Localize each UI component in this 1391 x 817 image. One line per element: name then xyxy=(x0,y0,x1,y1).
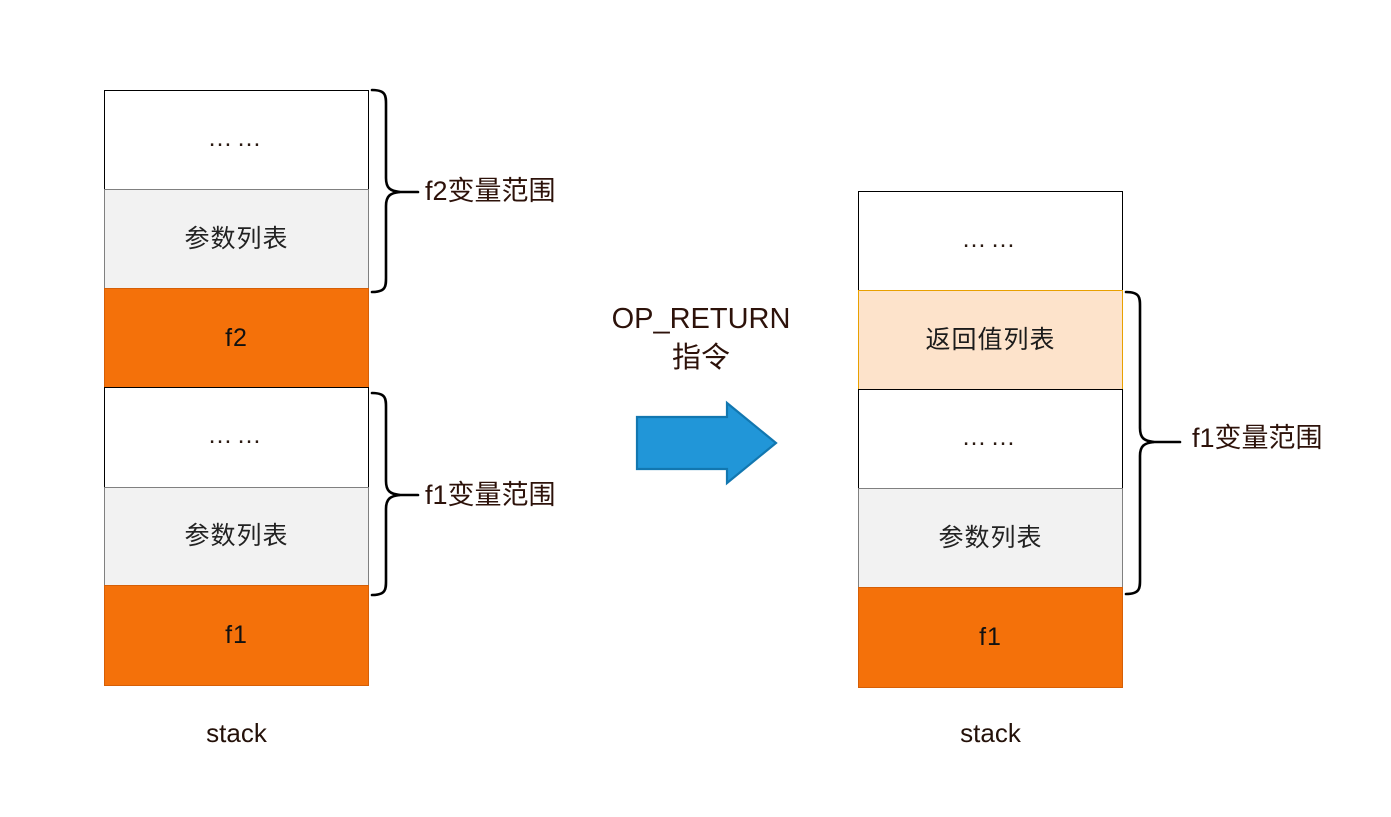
left-stack-cell-param-list-f2: 参数列表 xyxy=(104,189,369,290)
brace-f1-variable-range-right xyxy=(1124,290,1155,596)
op-return-note: OP_RETURN 指令 xyxy=(611,303,791,375)
left-stack-caption: stack xyxy=(206,718,267,748)
cell-label: f2 xyxy=(225,323,248,352)
right-stack-cell-return-value-list: 返回值列表 xyxy=(858,290,1123,391)
right-stack-cell-frame-f1: f1 xyxy=(858,586,1123,688)
cell-label: 参数列表 xyxy=(184,224,289,253)
left-stack-cell-ellipsis-mid: …… xyxy=(104,387,369,489)
ellipsis-text: …… xyxy=(207,421,266,450)
transition-arrow-icon xyxy=(635,400,778,486)
right-stack: …… 返回值列表 …… 参数列表 f1 xyxy=(858,191,1123,688)
ellipsis-text: …… xyxy=(961,422,1020,451)
right-stack-cell-param-list-f1: 参数列表 xyxy=(858,488,1123,589)
left-stack: …… 参数列表 f2 …… 参数列表 f1 xyxy=(104,90,369,687)
left-stack-cell-param-list-f1: 参数列表 xyxy=(104,486,369,587)
left-stack-cell-ellipsis-top: …… xyxy=(104,90,369,191)
brace-label-f1-variable-range-left: f1变量范围 xyxy=(425,480,556,510)
ellipsis-text: …… xyxy=(207,124,266,152)
right-stack-caption: stack xyxy=(960,718,1021,748)
brace-f1-variable-range-left xyxy=(370,391,401,597)
ellipsis-text: …… xyxy=(961,225,1020,253)
cell-label: 参数列表 xyxy=(184,522,289,551)
cell-label: f1 xyxy=(225,621,248,650)
cell-label: 返回值列表 xyxy=(925,325,1056,354)
brace-f2-variable-range xyxy=(370,88,401,294)
left-stack-cell-frame-f2: f2 xyxy=(104,287,369,389)
left-stack-cell-frame-f1: f1 xyxy=(104,585,369,687)
right-stack-cell-ellipsis-mid: …… xyxy=(858,388,1123,490)
cell-label: f1 xyxy=(979,622,1002,651)
right-stack-cell-ellipsis-top: …… xyxy=(858,191,1123,292)
brace-label-f2-variable-range: f2变量范围 xyxy=(425,176,556,206)
brace-label-f1-variable-range-right: f1变量范围 xyxy=(1192,423,1323,453)
cell-label: 参数列表 xyxy=(938,523,1043,552)
